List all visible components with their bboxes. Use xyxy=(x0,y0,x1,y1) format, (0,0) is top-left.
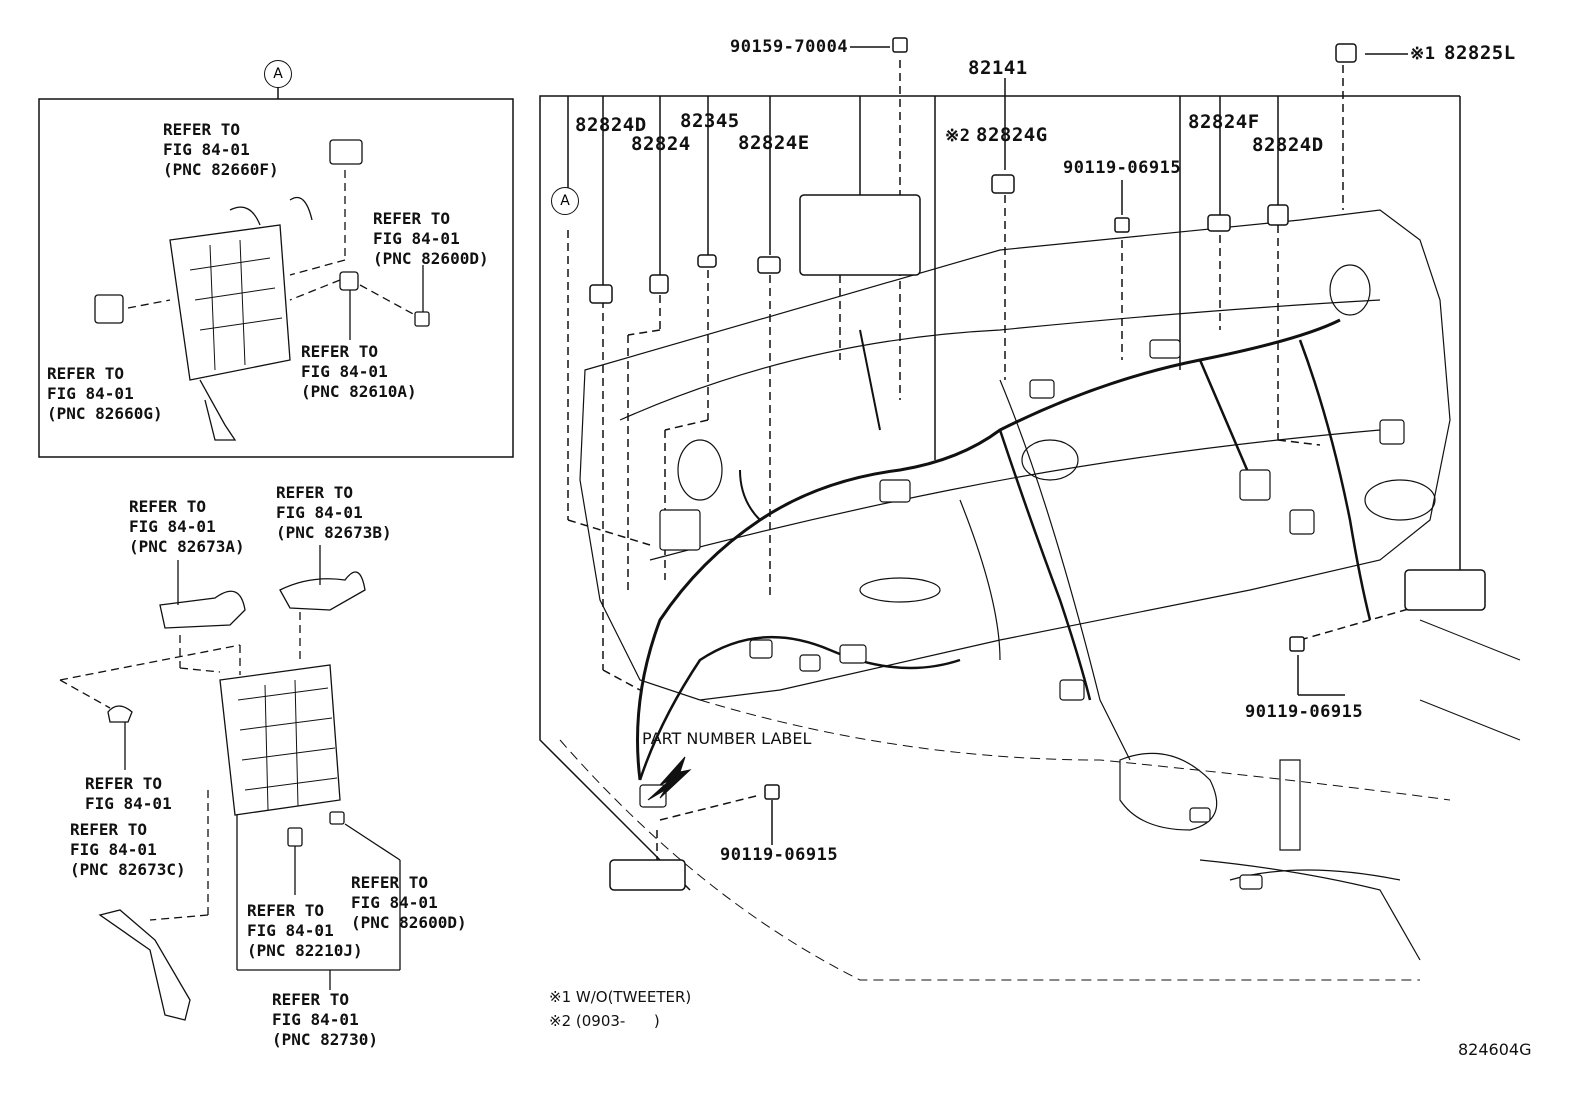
part-82824g: 82824G xyxy=(976,124,1048,146)
screw-90159 xyxy=(892,37,908,53)
part-82141: 82141 xyxy=(968,57,1028,79)
part-82824: 82824 xyxy=(631,133,691,155)
part-82824f: 82824F xyxy=(1188,111,1260,133)
main-frame xyxy=(539,95,1460,891)
part-90159-70004: 90159-70004 xyxy=(730,37,849,57)
part-90119-06915-top: 90119-06915 xyxy=(1063,158,1182,178)
footnote-1: ※1 W/O(TWEETER) xyxy=(549,988,692,1006)
screw-90119-right xyxy=(1289,636,1305,652)
connector-82345 xyxy=(697,254,717,268)
connector-82824g xyxy=(991,174,1015,194)
ecu-module xyxy=(1404,569,1486,611)
part-number-label-text: PART NUMBER LABEL xyxy=(642,729,812,748)
screw-90119-bottom xyxy=(764,784,780,800)
connector-82824f xyxy=(1207,214,1231,232)
connector-82824d-left xyxy=(589,284,613,304)
label-connector xyxy=(609,859,686,891)
part-82345: 82345 xyxy=(680,110,740,132)
junction-block xyxy=(799,194,921,276)
connector-82824 xyxy=(649,274,669,294)
part-number-label-arrow xyxy=(647,756,692,801)
figure-id: 824604G xyxy=(1458,1040,1532,1059)
part-90119-06915-bottom: 90119-06915 xyxy=(720,845,839,865)
part-82824e: 82824E xyxy=(738,132,810,154)
part-90119-06915-right: 90119-06915 xyxy=(1245,702,1364,722)
main-callout-a: A xyxy=(551,187,579,215)
connector-82824d-right xyxy=(1267,204,1289,226)
part-82825l-mark: ※1 xyxy=(1410,44,1436,64)
footnote-2: ※2 (0903- ) xyxy=(549,1012,660,1030)
detail-callout-a: A xyxy=(264,60,292,88)
connector-82825l xyxy=(1335,43,1357,63)
detail-box-frame xyxy=(38,98,514,458)
part-82824d-left: 82824D xyxy=(575,114,647,136)
screw-90119-top xyxy=(1114,217,1130,233)
part-82824g-mark: ※2 xyxy=(945,126,971,146)
part-82825l: 82825L xyxy=(1444,42,1516,64)
part-82824d-right: 82824D xyxy=(1252,134,1324,156)
connector-82824e xyxy=(757,256,781,274)
